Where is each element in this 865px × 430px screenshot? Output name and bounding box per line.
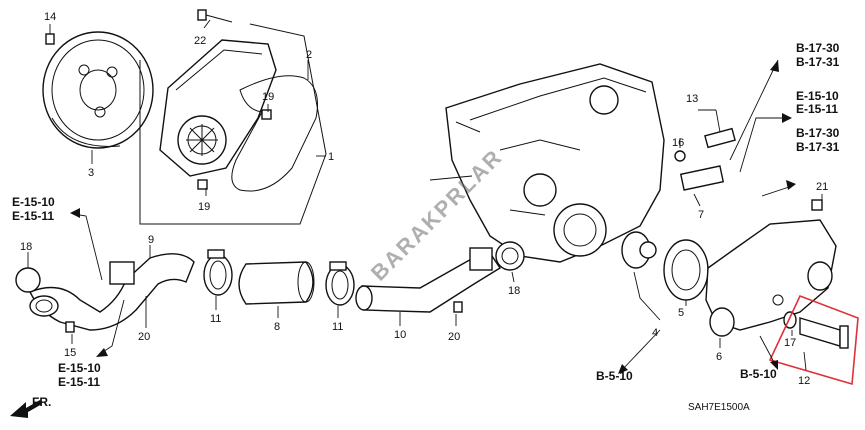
ref-b-5-10-right: B-5-10 [740,367,777,381]
bolt-22 [197,9,233,29]
clamp-11a [203,249,233,296]
callout-14: 14 [44,11,56,23]
ref-e-15-10-left: E-15-10 [12,195,55,209]
highlight-box [768,294,859,386]
leader-lines [27,60,823,371]
hose-9 [29,253,195,333]
callout-18a: 18 [20,241,32,253]
engine-block [429,63,665,263]
ref-e-15-11-left: E-15-11 [12,209,54,223]
callout-11a: 11 [210,313,221,325]
sensor-12 [799,317,849,349]
ref-b-17-31-top: B-17-31 [796,55,840,69]
callout-13: 13 [686,93,698,105]
bolt-14 [45,24,55,45]
callout-8: 8 [274,321,280,333]
pulley [42,31,154,149]
callout-12: 12 [798,375,810,387]
ref-b-5-10-left: B-5-10 [596,369,633,383]
ref-b-17-31-mid: B-17-31 [796,140,840,154]
thermostat-gasket [663,239,709,301]
callout-19a: 19 [262,91,274,103]
o-ring-18b [495,241,525,271]
ref-b-17-30-mid: B-17-30 [796,126,840,140]
fitting-7 [679,165,725,191]
ref-e-15-10-right: E-15-10 [796,89,839,103]
water-pump [159,39,277,190]
reference-labels: B-17-30 B-17-31 E-15-10 E-15-11 B-17-30 … [12,41,840,389]
callout-1: 1 [328,151,334,163]
ref-e-15-10-bottom: E-15-10 [58,361,101,375]
thermostat-housing [705,199,837,337]
reference-arrows [70,59,796,374]
ref-e-15-11-bottom: E-15-11 [58,375,100,389]
gasket [231,75,318,192]
callout-21: 21 [816,181,828,193]
callout-2: 2 [306,49,312,61]
callout-20b: 20 [448,331,460,343]
diagram-code: SAH7E1500A [688,402,750,413]
callout-19b: 19 [198,201,210,213]
callout-4: 4 [652,327,658,339]
callout-11b: 11 [332,321,343,333]
callout-numbers: 14 22 2 19 1 3 19 13 16 7 21 9 18 15 20 … [20,11,828,387]
callout-18b: 18 [508,285,520,297]
callout-5: 5 [678,307,684,319]
o-ring-18a [15,267,41,293]
front-arrow-icon [10,400,42,418]
clamp-11b [325,261,355,306]
ref-e-15-11-right: E-15-11 [796,102,838,116]
callout-6: 6 [716,351,722,363]
callout-20a: 20 [138,331,150,343]
callout-22: 22 [194,35,206,47]
sensor-13 [698,109,736,149]
callout-17: 17 [784,337,796,349]
callout-16: 16 [672,137,684,149]
fr-label: FR. [32,395,51,409]
callout-15: 15 [64,347,76,359]
assembly-1-bracket [139,23,327,225]
callout-10: 10 [394,329,406,341]
thermostat [621,231,657,269]
pipe-10 [355,247,501,313]
washer-16 [674,150,686,162]
callout-3: 3 [88,167,94,179]
ref-b-17-30-top: B-17-30 [796,41,840,55]
callout-9: 9 [148,234,154,246]
hose-8 [238,261,315,305]
callout-7: 7 [698,209,704,221]
